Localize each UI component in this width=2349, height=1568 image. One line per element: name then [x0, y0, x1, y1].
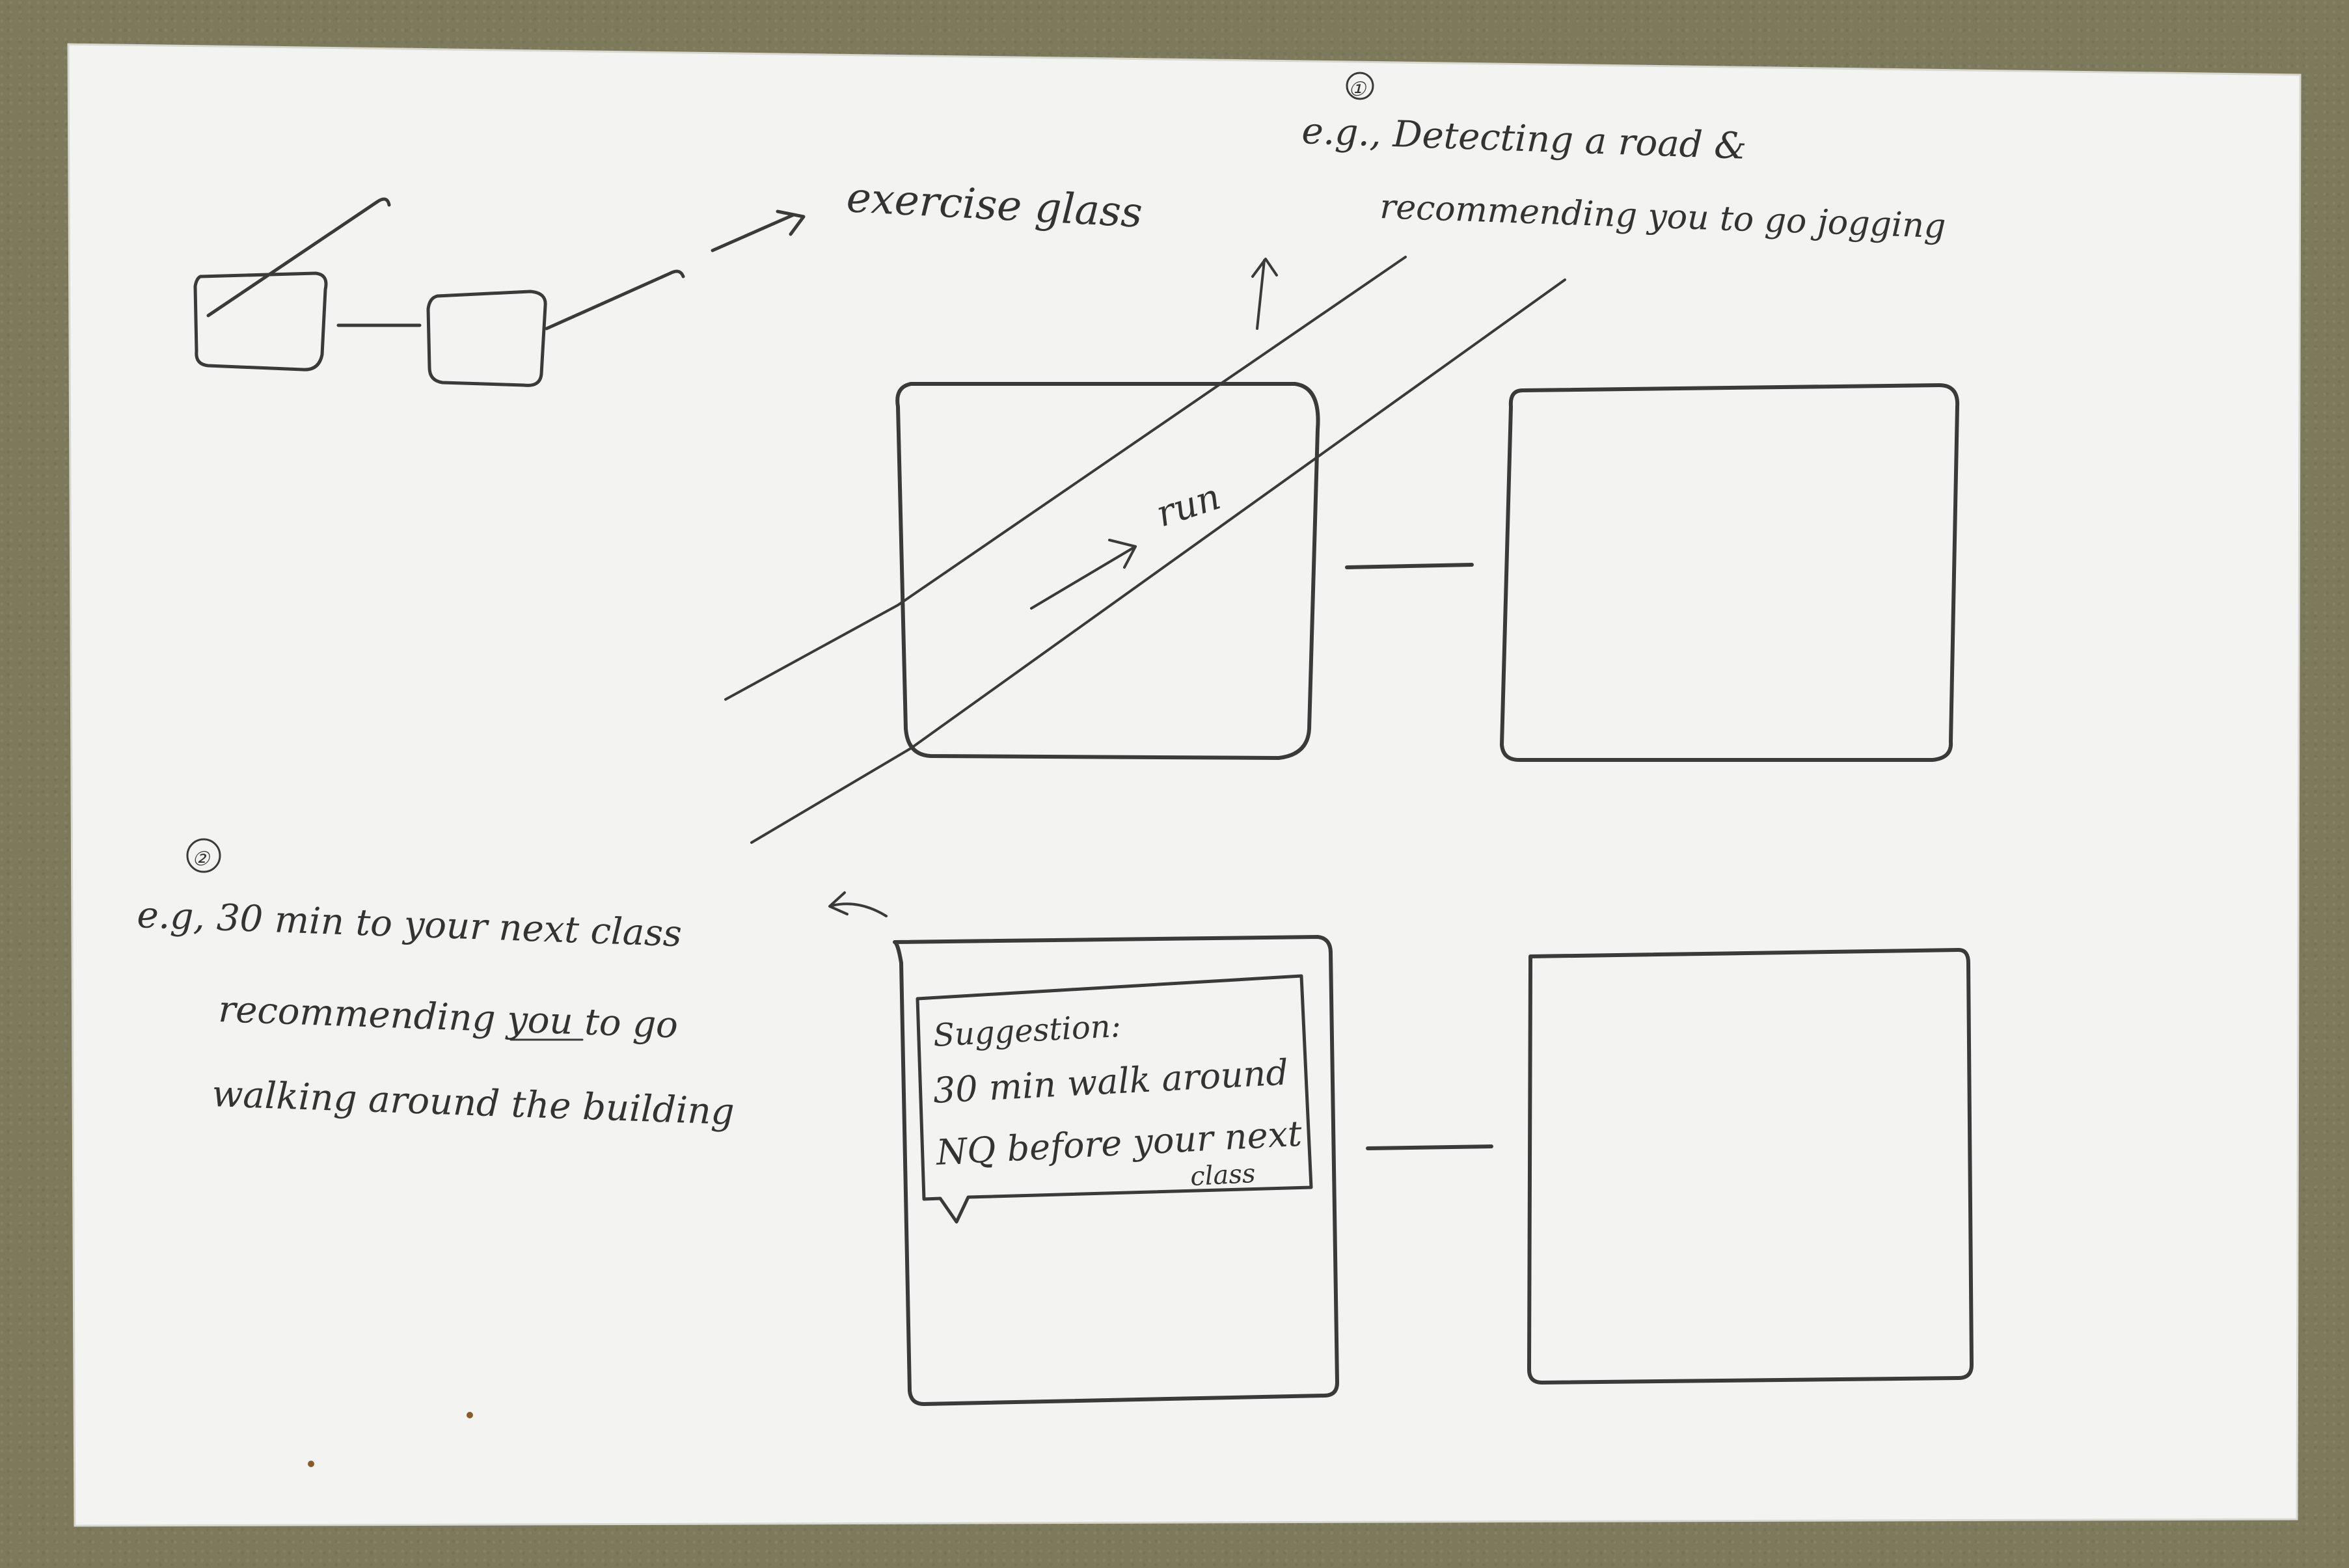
frame-2	[1500, 383, 1960, 762]
frame-3	[893, 935, 1339, 1406]
road-line-lower	[750, 278, 1566, 844]
frame-4	[1527, 948, 1974, 1385]
frame-1	[895, 382, 1320, 760]
glasses-sketch	[193, 197, 806, 387]
connector-2	[1366, 1144, 1493, 1150]
paper-speck	[308, 1461, 314, 1467]
connector-1	[1345, 563, 1474, 569]
up-arrow	[1251, 258, 1278, 330]
marker-2-circle	[186, 838, 221, 873]
paper-sheet	[67, 43, 2301, 1527]
note2-marker: ②	[192, 848, 211, 871]
note1-marker: ①	[1348, 78, 1367, 101]
road-line-upper	[724, 256, 1407, 701]
paper-speck	[467, 1412, 473, 1418]
suggestion-bubble	[916, 974, 1313, 1224]
road-arrow	[1030, 539, 1137, 610]
marker-1-circle	[1346, 72, 1374, 100]
back-arrow	[828, 891, 888, 917]
suggestion-line3: class	[1189, 1159, 1256, 1192]
